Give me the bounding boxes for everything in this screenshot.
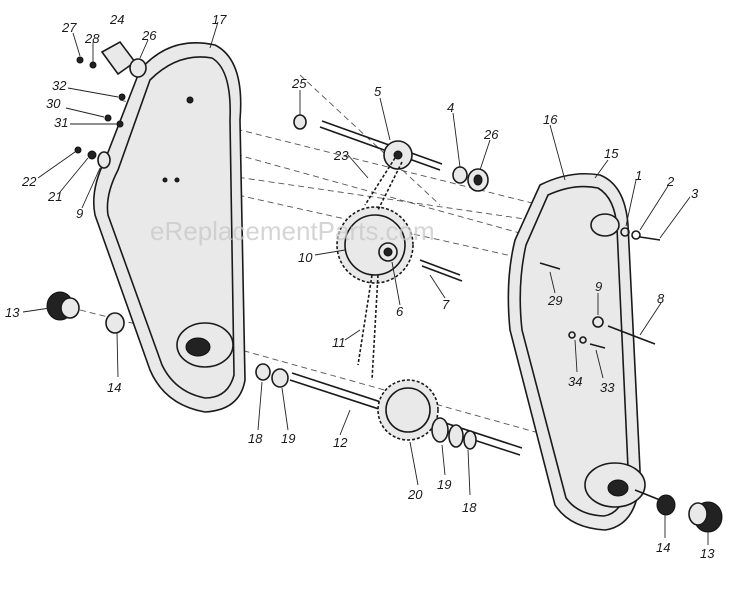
callout-10: 10 [298, 250, 313, 265]
callout-21: 21 [47, 189, 62, 204]
callout-14-left: 14 [107, 380, 121, 395]
right-chain-case [507, 172, 646, 531]
callout-18-right: 18 [462, 500, 477, 515]
callout-7: 7 [442, 297, 450, 312]
callout-16: 16 [543, 112, 558, 127]
callout-15: 15 [604, 146, 619, 161]
left-chain-case [92, 42, 246, 413]
callout-22: 22 [21, 174, 37, 189]
callout-12: 12 [333, 435, 348, 450]
part-callouts: 27 28 24 26 17 25 5 4 26 16 15 32 30 31 … [5, 12, 715, 561]
callout-19-left: 19 [281, 431, 295, 446]
callout-28: 28 [84, 31, 100, 46]
callout-2: 2 [666, 174, 675, 189]
callout-5: 5 [374, 84, 382, 99]
callout-32: 32 [52, 78, 67, 93]
leader-lines [22, 21, 709, 545]
callout-33: 33 [600, 380, 615, 395]
callout-24: 24 [109, 12, 124, 27]
callout-26: 26 [141, 28, 157, 43]
watermark-text: eReplacementParts.com [150, 216, 435, 246]
top-bracket-assembly [76, 40, 147, 78]
callout-34: 34 [568, 374, 582, 389]
callout-13-left: 13 [5, 305, 20, 320]
callout-8: 8 [657, 291, 665, 306]
small-hardware [74, 93, 661, 349]
callout-19-right: 19 [437, 477, 451, 492]
callout-23: 23 [333, 148, 349, 163]
callout-17: 17 [212, 12, 227, 27]
callout-18-left: 18 [248, 431, 263, 446]
callout-6: 6 [396, 304, 404, 319]
upper-shaft-assembly [293, 114, 489, 192]
callout-27: 27 [61, 20, 77, 35]
callout-31: 31 [54, 115, 68, 130]
upper-large-sprocket [336, 206, 463, 284]
callout-29: 29 [547, 293, 562, 308]
callout-13-right: 13 [700, 546, 715, 561]
hub-bearings [46, 291, 723, 533]
callout-9-right: 9 [595, 279, 602, 294]
callout-20: 20 [407, 487, 423, 502]
callout-3: 3 [691, 186, 699, 201]
callout-1: 1 [635, 168, 642, 183]
callout-26-right: 26 [483, 127, 499, 142]
callout-11: 11 [332, 335, 346, 350]
callout-4: 4 [447, 100, 454, 115]
callout-14-right: 14 [656, 540, 670, 555]
lower-shaft-assembly [255, 363, 523, 456]
drive-chains [357, 157, 403, 381]
callout-25: 25 [291, 76, 307, 91]
callout-9-left: 9 [76, 206, 83, 221]
callout-30: 30 [46, 96, 61, 111]
